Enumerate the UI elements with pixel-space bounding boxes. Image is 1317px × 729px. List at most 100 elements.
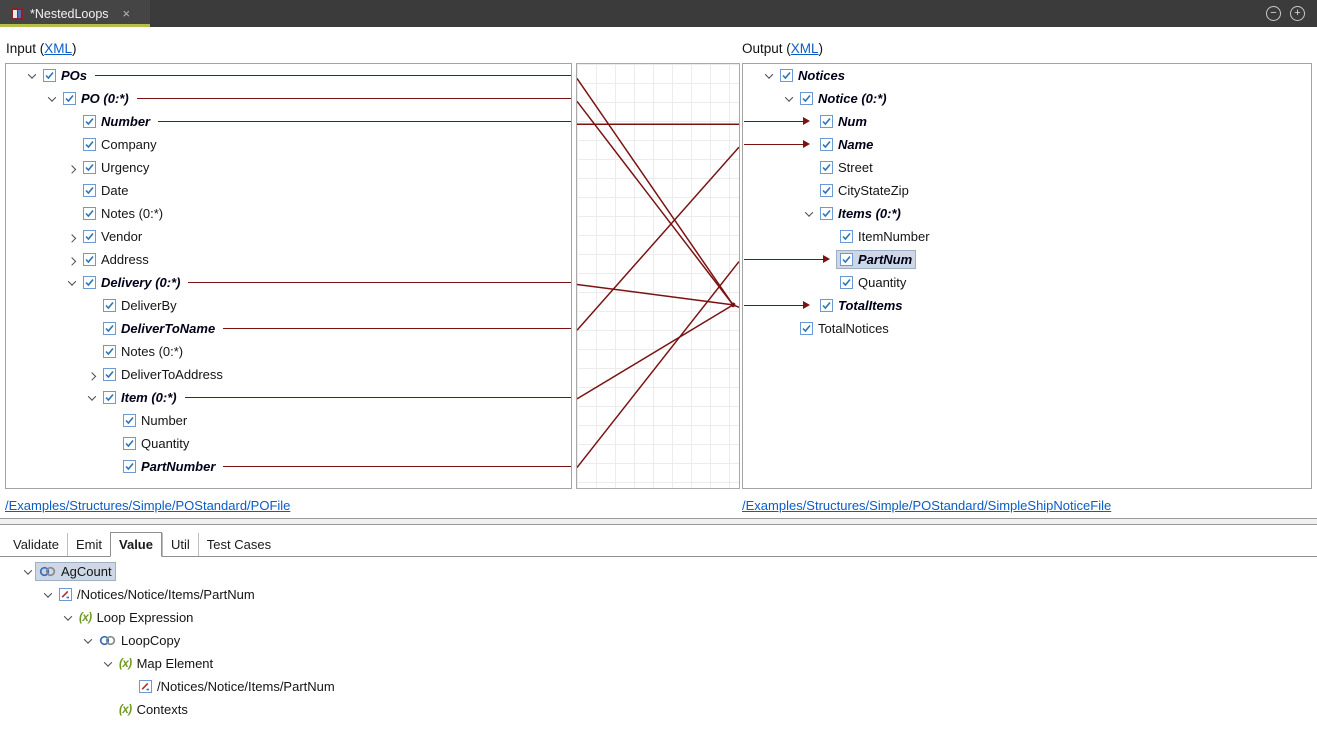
chevron-down-icon[interactable] — [781, 87, 797, 110]
node-label-group[interactable]: Notes (0:*) — [100, 343, 186, 360]
chevron-down-icon[interactable] — [20, 560, 36, 583]
node-label-group[interactable]: PartNumber — [120, 458, 218, 475]
node-label-group[interactable]: /Notices/Notice/Items/PartNum — [56, 586, 258, 603]
tree-item-date[interactable]: Date — [6, 179, 571, 202]
tree-item-itemnumber[interactable]: ItemNumber — [743, 225, 1311, 248]
tree-item-map-element[interactable]: (x)Map Element — [2, 652, 338, 675]
node-label-group[interactable]: Company — [80, 136, 160, 153]
node-label-group[interactable]: Date — [80, 182, 131, 199]
node-label-group[interactable]: Address — [80, 251, 152, 268]
tree-item-num[interactable]: Num — [743, 110, 1311, 133]
chevron-down-icon[interactable] — [801, 202, 817, 225]
editor-tab-nestedloops[interactable]: *NestedLoops × — [0, 0, 150, 27]
node-label-group[interactable]: TotalNotices — [797, 320, 892, 337]
node-label-group[interactable]: Street — [817, 159, 876, 176]
chevron-down-icon[interactable] — [761, 64, 777, 87]
output-xml-link[interactable]: XML — [790, 41, 819, 56]
tree-item-vendor[interactable]: Vendor — [6, 225, 571, 248]
chevron-down-icon[interactable] — [100, 652, 116, 675]
chevron-down-icon[interactable] — [60, 606, 76, 629]
tree-item-notices-notice-items-partnum[interactable]: /Notices/Notice/Items/PartNum — [2, 675, 338, 698]
tree-item-quantity[interactable]: Quantity — [6, 432, 571, 455]
node-label-group[interactable]: (x)Map Element — [116, 655, 216, 672]
node-label-group[interactable]: Urgency — [80, 159, 152, 176]
node-label-group[interactable]: Quantity — [120, 435, 192, 452]
tree-item-items-0[interactable]: Items (0:*) — [743, 202, 1311, 225]
tree-item-totalitems[interactable]: TotalItems — [743, 294, 1311, 317]
mapping-canvas[interactable] — [576, 63, 740, 489]
node-label-group[interactable]: Name — [817, 136, 876, 153]
chevron-down-icon[interactable] — [84, 386, 100, 409]
tree-item-notes-0[interactable]: Notes (0:*) — [6, 340, 571, 363]
node-label-group[interactable]: Notice (0:*) — [797, 90, 890, 107]
expand-button[interactable]: + — [1290, 6, 1305, 21]
node-label-group[interactable]: Notices — [777, 67, 848, 84]
chevron-down-icon[interactable] — [64, 271, 80, 294]
tree-item-deliverby[interactable]: DeliverBy — [6, 294, 571, 317]
node-label-group[interactable]: ItemNumber — [837, 228, 933, 245]
tree-item-company[interactable]: Company — [6, 133, 571, 156]
chevron-down-icon[interactable] — [40, 583, 56, 606]
tree-item-notice-0[interactable]: Notice (0:*) — [743, 87, 1311, 110]
horizontal-splitter[interactable] — [0, 518, 1317, 525]
tree-item-number[interactable]: Number — [6, 409, 571, 432]
chevron-right-icon[interactable] — [64, 248, 80, 271]
chevron-right-icon[interactable] — [84, 363, 100, 386]
node-label-group[interactable]: CityStateZip — [817, 182, 912, 199]
node-label-group[interactable]: /Notices/Notice/Items/PartNum — [136, 678, 338, 695]
output-file-link[interactable]: /Examples/Structures/Simple/POStandard/S… — [742, 498, 1112, 513]
tree-item-totalnotices[interactable]: TotalNotices — [743, 317, 1311, 340]
tab-util[interactable]: Util — [161, 533, 198, 556]
tree-item-agcount[interactable]: AgCount — [2, 560, 338, 583]
tree-item-loop-expression[interactable]: (x)Loop Expression — [2, 606, 338, 629]
node-label-group[interactable]: Notes (0:*) — [80, 205, 166, 222]
chevron-down-icon[interactable] — [44, 87, 60, 110]
tab-emit[interactable]: Emit — [67, 533, 110, 556]
tree-item-notices-notice-items-partnum[interactable]: /Notices/Notice/Items/PartNum — [2, 583, 338, 606]
tree-item-notes-0[interactable]: Notes (0:*) — [6, 202, 571, 225]
node-label-group[interactable]: PO (0:*) — [60, 90, 132, 107]
node-label-group[interactable]: LoopCopy — [96, 632, 183, 649]
selected-node[interactable]: PartNum — [835, 250, 917, 269]
selected-node[interactable]: AgCount — [35, 562, 116, 581]
tree-item-delivery-0[interactable]: Delivery (0:*) — [6, 271, 571, 294]
tree-item-partnumber[interactable]: PartNumber — [6, 455, 571, 478]
tree-item-address[interactable]: Address — [6, 248, 571, 271]
tree-item-notices[interactable]: Notices — [743, 64, 1311, 87]
tree-item-delivertoname[interactable]: DeliverToName — [6, 317, 571, 340]
chevron-down-icon[interactable] — [24, 64, 40, 87]
node-label-group[interactable]: (x)Contexts — [116, 701, 191, 718]
node-label-group[interactable]: Items (0:*) — [817, 205, 904, 222]
node-label-group[interactable]: DeliverToName — [100, 320, 218, 337]
tree-item-number[interactable]: Number — [6, 110, 571, 133]
input-xml-link[interactable]: XML — [44, 41, 73, 56]
node-label-group[interactable]: Quantity — [837, 274, 909, 291]
tree-item-partnum[interactable]: PartNum — [743, 248, 1311, 271]
node-label-group[interactable]: TotalItems — [817, 297, 906, 314]
chevron-down-icon[interactable] — [80, 629, 96, 652]
node-label-group[interactable]: Num — [817, 113, 870, 130]
chevron-right-icon[interactable] — [64, 225, 80, 248]
tree-item-delivertoaddress[interactable]: DeliverToAddress — [6, 363, 571, 386]
node-label-group[interactable]: Number — [80, 113, 153, 130]
tree-item-name[interactable]: Name — [743, 133, 1311, 156]
node-label-group[interactable]: Delivery (0:*) — [80, 274, 183, 291]
node-label-group[interactable]: Vendor — [80, 228, 145, 245]
tree-item-item-0[interactable]: Item (0:*) — [6, 386, 571, 409]
tree-item-street[interactable]: Street — [743, 156, 1311, 179]
node-label-group[interactable]: DeliverBy — [100, 297, 180, 314]
node-label-group[interactable]: Number — [120, 412, 190, 429]
collapse-button[interactable]: − — [1266, 6, 1281, 21]
tree-item-quantity[interactable]: Quantity — [743, 271, 1311, 294]
chevron-right-icon[interactable] — [64, 156, 80, 179]
tree-item-po-0[interactable]: PO (0:*) — [6, 87, 571, 110]
node-label-group[interactable]: (x)Loop Expression — [76, 609, 196, 626]
tab-test-cases[interactable]: Test Cases — [197, 533, 279, 556]
tab-validate[interactable]: Validate — [13, 537, 60, 552]
tab-value[interactable]: Value — [110, 532, 162, 557]
tree-item-loopcopy[interactable]: LoopCopy — [2, 629, 338, 652]
close-icon[interactable]: × — [122, 6, 131, 21]
input-file-link[interactable]: /Examples/Structures/Simple/POStandard/P… — [5, 498, 291, 513]
tree-item-contexts[interactable]: (x)Contexts — [2, 698, 338, 721]
node-label-group[interactable]: DeliverToAddress — [100, 366, 226, 383]
